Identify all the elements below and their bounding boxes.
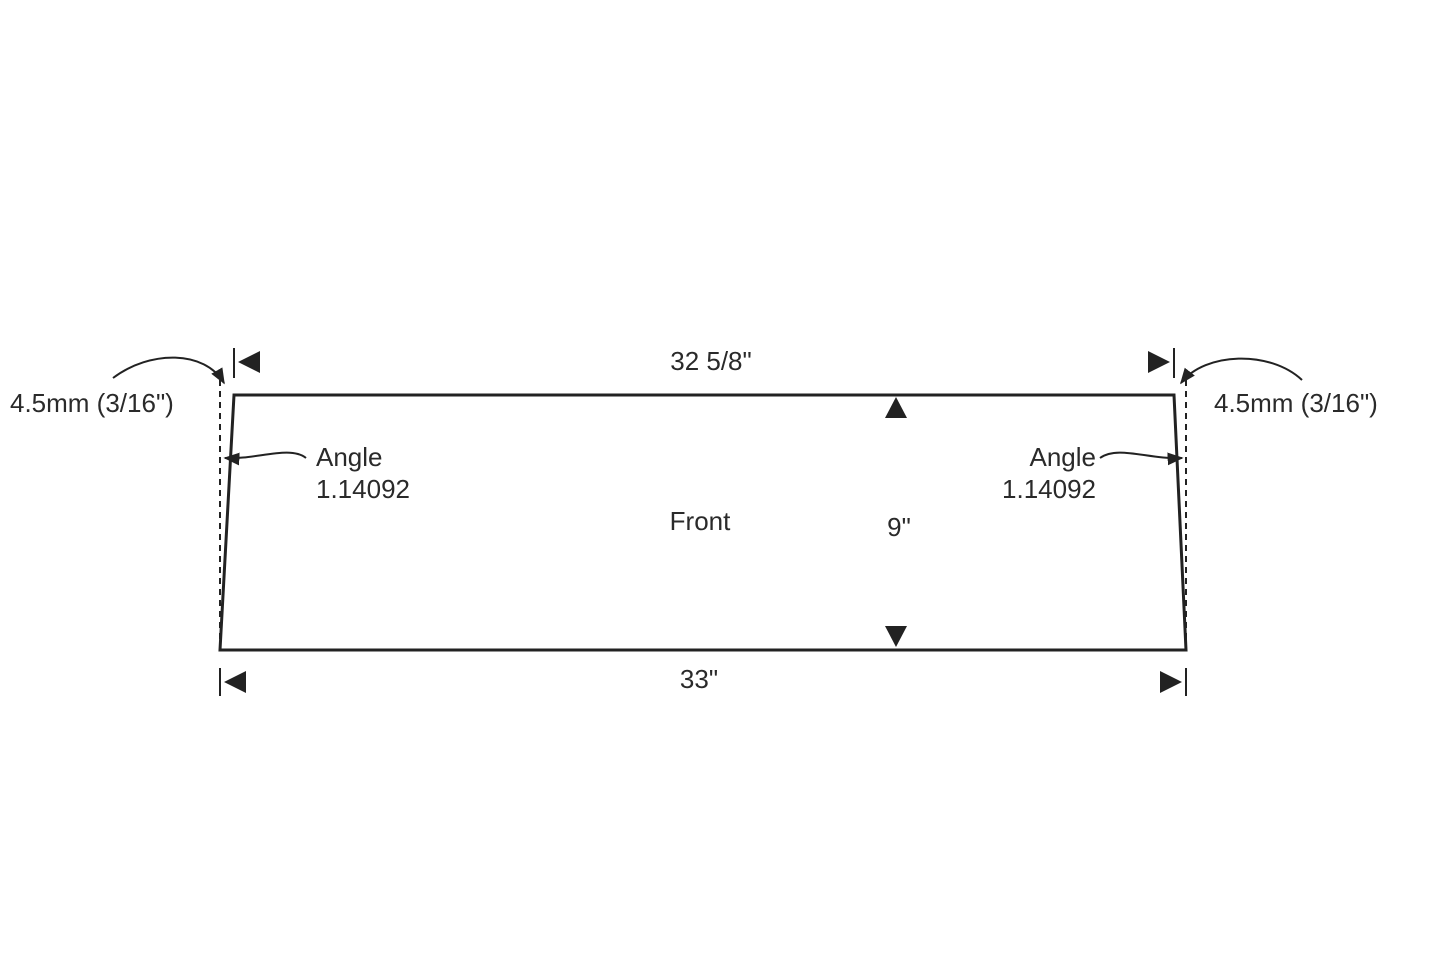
height-label: 9" bbox=[887, 512, 911, 542]
right-angle-label: Angle bbox=[1030, 442, 1097, 472]
left-angle-value: 1.14092 bbox=[316, 474, 410, 504]
top-dimension: 32 5/8" bbox=[233, 346, 1175, 378]
top-dim-right-arrow bbox=[1148, 351, 1170, 373]
top-width-label: 32 5/8" bbox=[670, 346, 752, 376]
right-offset-leader bbox=[1180, 357, 1303, 385]
left-offset-label: 4.5mm (3/16") bbox=[10, 388, 174, 418]
bottom-dim-left-arrow bbox=[224, 671, 246, 693]
panel-name: Front bbox=[670, 506, 731, 536]
height-dimension: 9" bbox=[885, 397, 911, 647]
top-dim-left-arrow bbox=[238, 351, 260, 373]
bottom-dimension: 33" bbox=[219, 664, 1187, 696]
right-angle-leader bbox=[1099, 451, 1184, 466]
right-angle-value: 1.14092 bbox=[1002, 474, 1096, 504]
bottom-dim-right-arrow bbox=[1160, 671, 1182, 693]
height-up-arrow bbox=[885, 397, 907, 418]
height-down-arrow bbox=[885, 626, 907, 647]
left-offset-leader bbox=[112, 356, 225, 385]
right-offset-label: 4.5mm (3/16") bbox=[1214, 388, 1378, 418]
left-angle-leader bbox=[223, 451, 307, 466]
left-angle-label: Angle bbox=[316, 442, 383, 472]
bottom-width-label: 33" bbox=[680, 664, 718, 694]
